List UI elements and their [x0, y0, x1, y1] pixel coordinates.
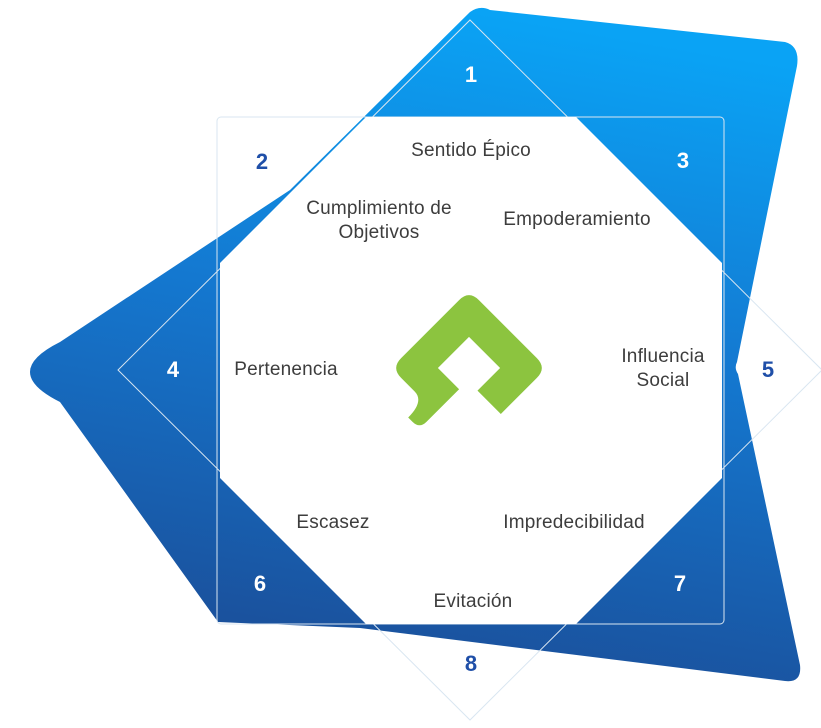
logo-icon	[396, 295, 542, 426]
label-cumplimiento-objetivos: Cumplimiento de Objetivos	[306, 198, 452, 243]
number-3: 3	[676, 148, 690, 173]
number-6: 6	[253, 571, 267, 596]
number-2: 2	[255, 149, 269, 174]
number-1: 1	[464, 62, 478, 87]
white-octagon	[220, 117, 722, 624]
label-influencia-social: Influencia Social	[621, 346, 705, 391]
label-escasez: Escasez	[296, 512, 370, 533]
label-empoderamiento: Empoderamiento	[503, 209, 651, 230]
number-4: 4	[166, 357, 180, 382]
label-impredecibilidad: Impredecibilidad	[503, 512, 645, 533]
number-5: 5	[761, 357, 775, 382]
label-sentido-epico: Sentido Épico	[411, 140, 531, 161]
number-8: 8	[464, 651, 478, 676]
number-7: 7	[673, 571, 687, 596]
label-evitacion: Evitación	[433, 591, 513, 612]
label-pertenencia: Pertenencia	[234, 359, 338, 380]
